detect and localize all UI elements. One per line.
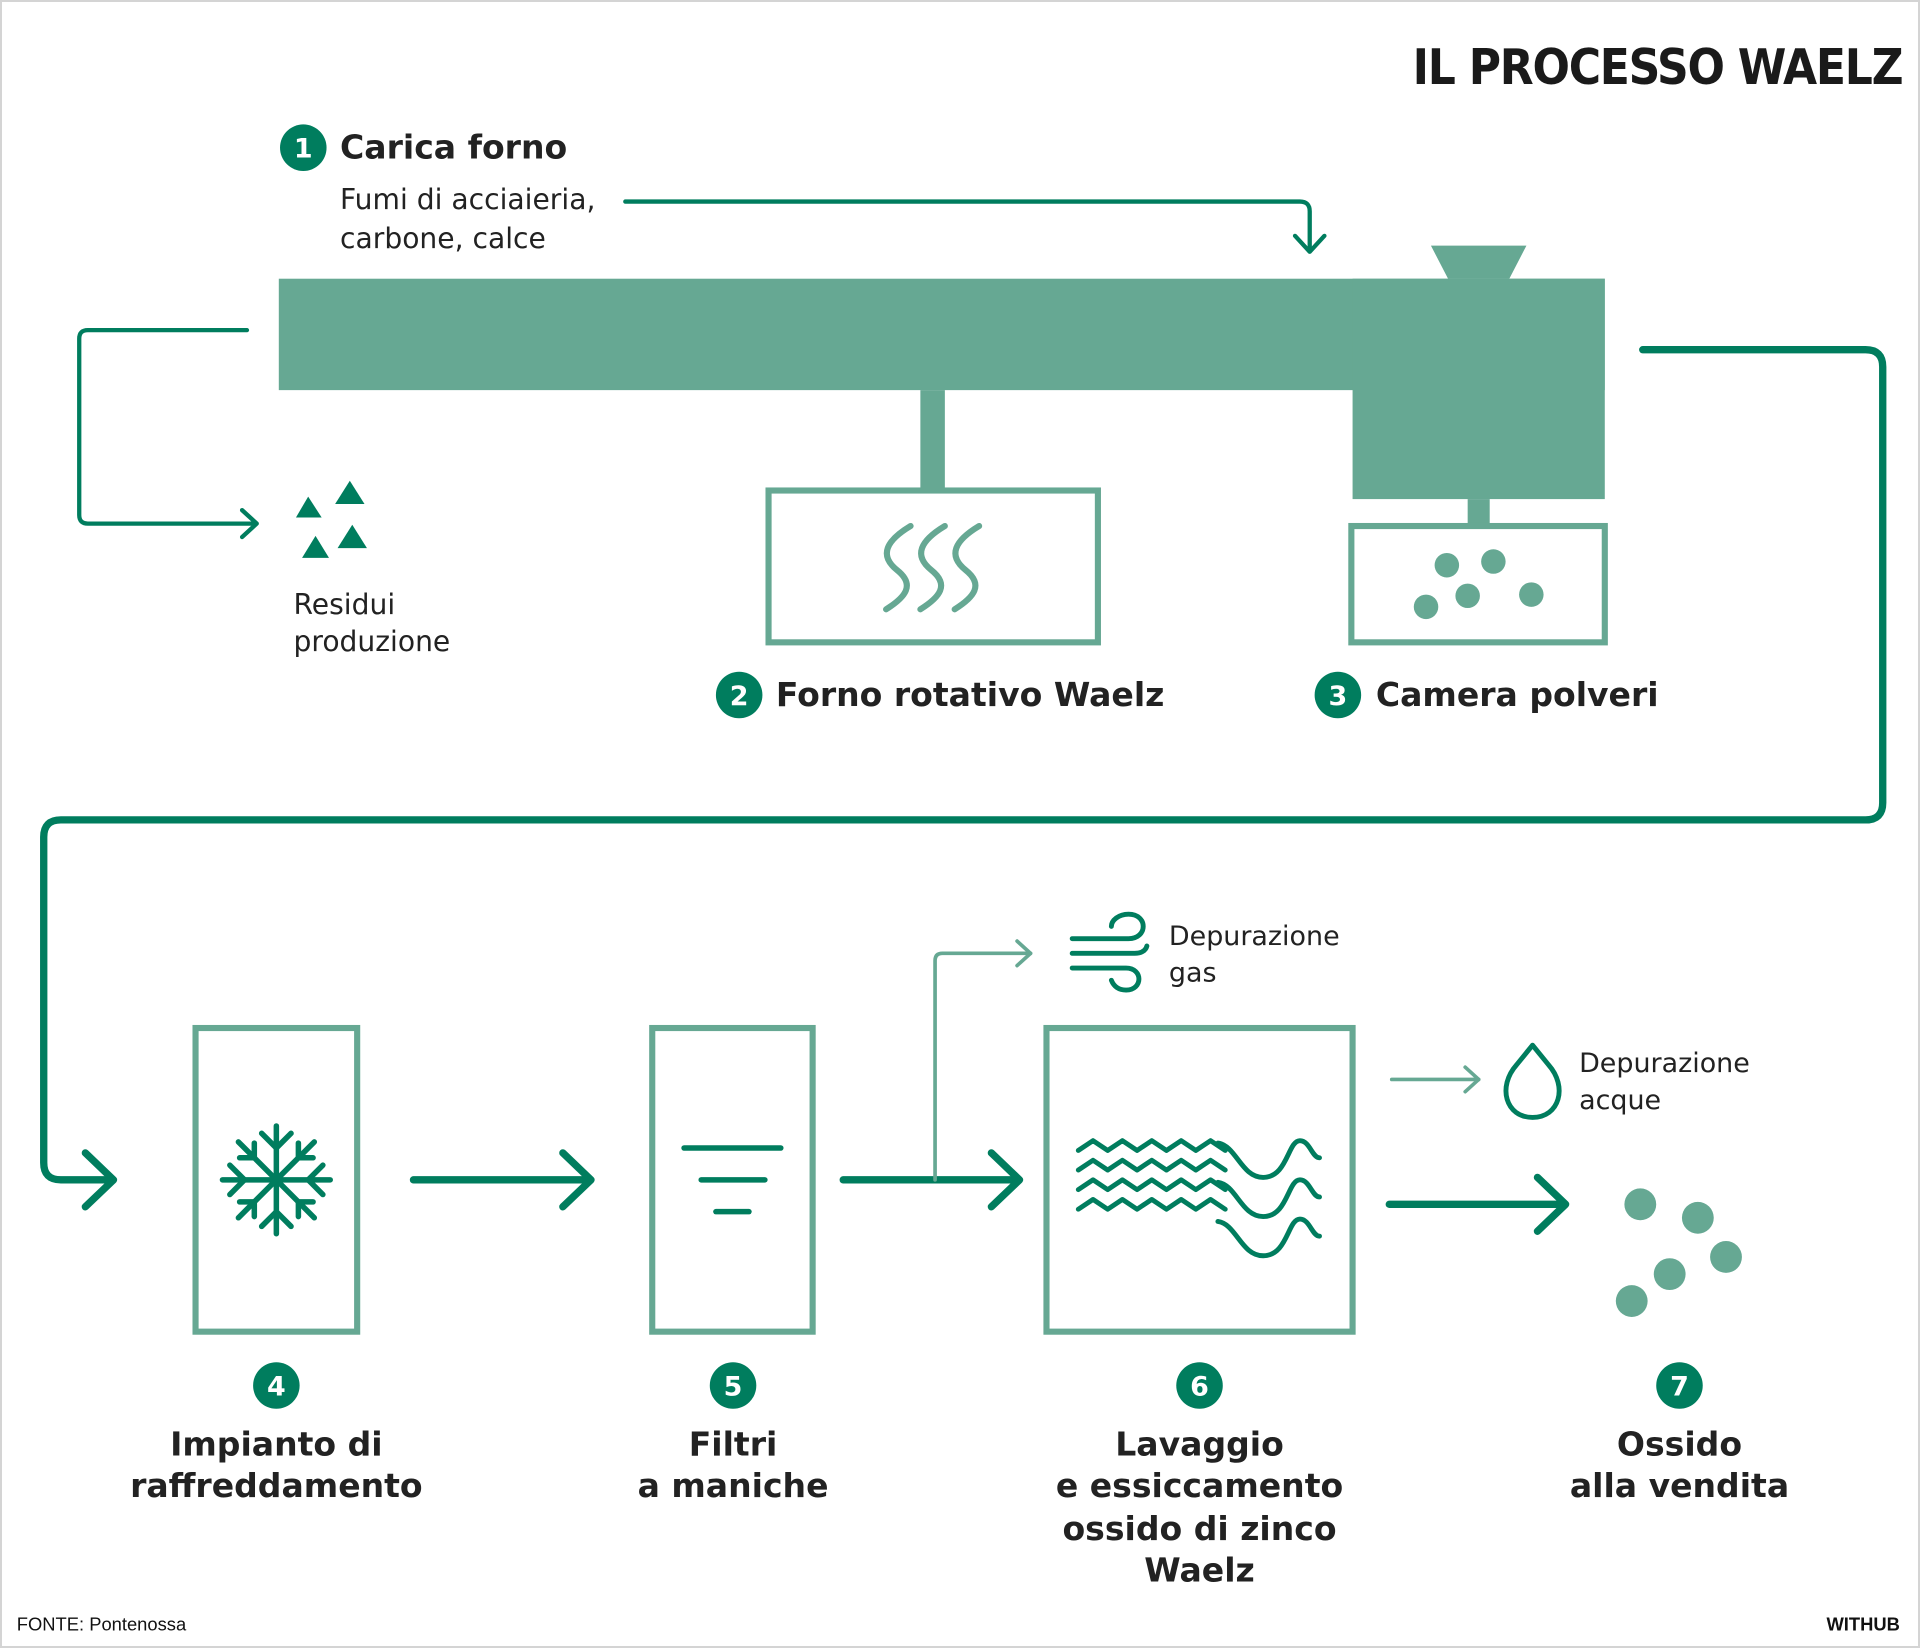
wind-icon bbox=[1069, 911, 1150, 993]
step-6-line-1: Lavaggio bbox=[1115, 1424, 1284, 1463]
step-7-line-2: alla vendita bbox=[1570, 1466, 1789, 1505]
gas-label-line-1: Depurazione bbox=[1169, 921, 1340, 952]
step-5-line-2: a maniche bbox=[638, 1466, 829, 1505]
step-5-badge bbox=[709, 1362, 757, 1409]
gas-branch-arrow bbox=[933, 939, 1033, 1182]
step-4-badge bbox=[253, 1362, 300, 1409]
residue-arrow bbox=[77, 327, 259, 540]
feed-arrow bbox=[623, 199, 1327, 254]
step-2-label: 2 Forno rotativo Waelz bbox=[715, 671, 1165, 719]
dust-chamber-box bbox=[1348, 522, 1608, 646]
step-4-line-2: raffreddamento bbox=[130, 1466, 423, 1505]
step-4-label: 4 Impianto di raffreddamento bbox=[130, 1362, 423, 1505]
step-5-line-1: Filtri bbox=[689, 1424, 778, 1463]
brand-logo: WITHUB bbox=[1826, 1613, 1899, 1634]
heat-waves-icon bbox=[883, 522, 983, 613]
residues-label-line-2: produzione bbox=[293, 625, 450, 658]
step-7-label: 7 Ossido alla vendita bbox=[1570, 1362, 1789, 1505]
water-label-line-1: Depurazione bbox=[1579, 1048, 1750, 1079]
step-6-number: 6 bbox=[1190, 1371, 1209, 1402]
source-credit: FONTE: Pontenossa bbox=[17, 1613, 187, 1634]
step-6-line-3: ossido di zinco bbox=[1062, 1509, 1336, 1548]
step-1-title: Carica forno bbox=[340, 128, 567, 167]
step-1-subtitle-line-1: Fumi di acciaieria, bbox=[340, 183, 595, 216]
kiln-support bbox=[920, 390, 945, 491]
step-1-subtitle-line-2: carbone, calce bbox=[340, 222, 546, 255]
dust-particles-icon bbox=[1413, 549, 1544, 620]
water-branch-arrow bbox=[1389, 1065, 1481, 1094]
step-3-title: Camera polveri bbox=[1376, 675, 1659, 714]
step-6-badge bbox=[1176, 1362, 1223, 1409]
step-6-line-2: e essiccamento bbox=[1056, 1466, 1343, 1505]
water-drop-icon bbox=[1503, 1042, 1562, 1120]
step-1-number: 1 bbox=[294, 133, 313, 164]
step-2-number: 2 bbox=[730, 681, 749, 712]
filter-icon bbox=[681, 1145, 784, 1215]
furnace-box bbox=[765, 487, 1101, 646]
step-3-badge bbox=[1314, 671, 1362, 719]
water-label-line-2: acque bbox=[1579, 1085, 1661, 1116]
step-3-label: 3 Camera polveri bbox=[1314, 671, 1659, 719]
gas-label-line-2: gas bbox=[1169, 957, 1217, 988]
step-5-number: 5 bbox=[724, 1371, 743, 1402]
step-7-line-1: Ossido bbox=[1617, 1424, 1742, 1463]
step-4-number: 4 bbox=[267, 1371, 286, 1402]
step-2-title: Forno rotativo Waelz bbox=[776, 675, 1165, 714]
snowflake-icon bbox=[219, 1123, 333, 1237]
main-flow-connector bbox=[40, 346, 1887, 1211]
arrow-5-to-6 bbox=[839, 1149, 1024, 1211]
water-waves-icon bbox=[1075, 1138, 1322, 1259]
dust-chamber-connector bbox=[1467, 499, 1490, 527]
step-7-number: 7 bbox=[1670, 1371, 1689, 1402]
residues-label-line-1: Residui bbox=[293, 588, 395, 621]
hopper bbox=[1430, 245, 1527, 279]
step-6-label: 6 Lavaggio e essiccamento ossido di zinc… bbox=[1056, 1362, 1343, 1589]
step-7-badge bbox=[1656, 1362, 1703, 1409]
diagram-title: IL PROCESSO WAELZ bbox=[1413, 39, 1903, 96]
step-1-badge bbox=[280, 124, 327, 171]
step-6-line-4: Waelz bbox=[1144, 1550, 1255, 1589]
rotary-kiln bbox=[278, 245, 1605, 527]
triangles-icon bbox=[295, 480, 367, 558]
arrow-4-to-5 bbox=[409, 1149, 595, 1211]
step-5-label: 5 Filtri a maniche bbox=[638, 1362, 829, 1505]
arrow-6-to-7 bbox=[1385, 1173, 1570, 1235]
step-2-badge bbox=[715, 671, 763, 719]
step-4-line-1: Impianto di bbox=[170, 1424, 383, 1463]
step-3-number: 3 bbox=[1329, 681, 1348, 712]
step-1-label: 1 Carica forno Fumi di acciaieria, carbo… bbox=[280, 124, 595, 255]
oxide-granules-icon bbox=[1615, 1188, 1742, 1317]
